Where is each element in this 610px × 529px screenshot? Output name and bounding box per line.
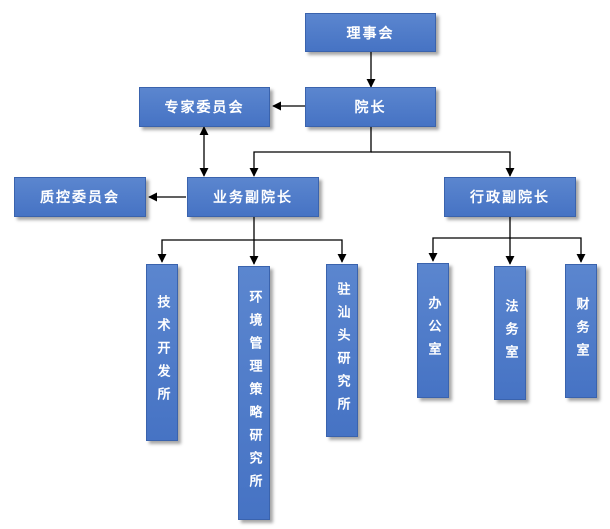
connector-business-units: [157, 217, 255, 263]
legal-office-box: 法务室: [494, 266, 526, 400]
admin-vp-box: 行政副院长: [444, 177, 576, 217]
business-vp-box: 业务副院长: [187, 177, 319, 217]
board-box: 理事会: [305, 13, 436, 52]
shantou-institute-box: 驻汕头研究所: [326, 264, 358, 437]
finance-office-box: 财务室: [565, 264, 597, 398]
tech-development-institute-box: 技术开发所: [146, 264, 178, 441]
president-box: 院长: [305, 87, 436, 127]
qc-committee-box: 质控委员会: [14, 177, 146, 217]
connector-president-vps: [249, 127, 372, 177]
office-box: 办公室: [417, 263, 449, 398]
expert-committee-box: 专家委员会: [139, 87, 270, 127]
connector-admin-units: [428, 217, 511, 262]
env-management-strategy-institute-box: 环境管理策略研究所: [238, 266, 270, 520]
